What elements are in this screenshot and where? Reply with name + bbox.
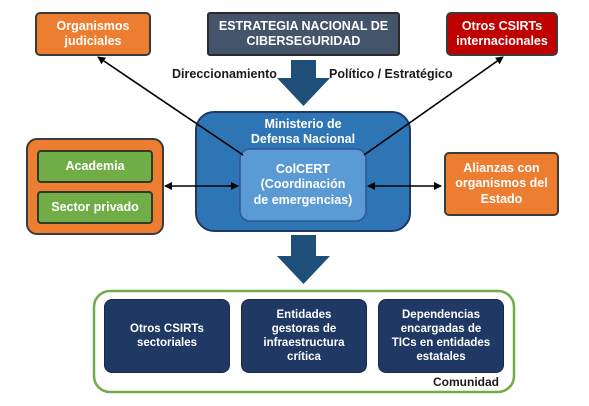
community-item-critical-infrastructure: Entidades gestoras de infraestructura cr…: [241, 299, 367, 373]
arrow-to-international: [363, 56, 504, 156]
political-strategic-label: Político / Estratégico: [329, 67, 453, 81]
ministry-title: Ministerio de Defensa Nacional: [250, 116, 356, 146]
academia-box: Academia: [37, 150, 153, 183]
community-item-sectoral-csirts: Otros CSIRTs sectoriales: [104, 299, 230, 373]
community-item-state-ict: Dependencias encargadas de TICs en entid…: [378, 299, 504, 373]
private-sector-box: Sector privado: [37, 191, 153, 224]
national-strategy-box: ESTRATEGIA NACIONAL DE CIBERSEGURIDAD: [207, 12, 400, 56]
block-arrow-strategy-to-ministry: [277, 60, 330, 106]
community-label: Comunidad: [433, 375, 499, 389]
international-csirts-box: Otros CSIRTs internacionales: [446, 12, 558, 56]
state-alliances-box: Alianzas con organismos del Estado: [444, 152, 559, 216]
judicial-bodies-box: Organismos judiciales: [35, 12, 151, 56]
colcert-label: ColCERT (Coordinación de emergencias): [253, 162, 353, 207]
block-arrow-ministry-to-community: [277, 235, 330, 284]
colcert-box: [239, 148, 367, 222]
arrow-to-judicial: [97, 56, 244, 156]
direction-label: Direccionamiento: [172, 67, 277, 81]
